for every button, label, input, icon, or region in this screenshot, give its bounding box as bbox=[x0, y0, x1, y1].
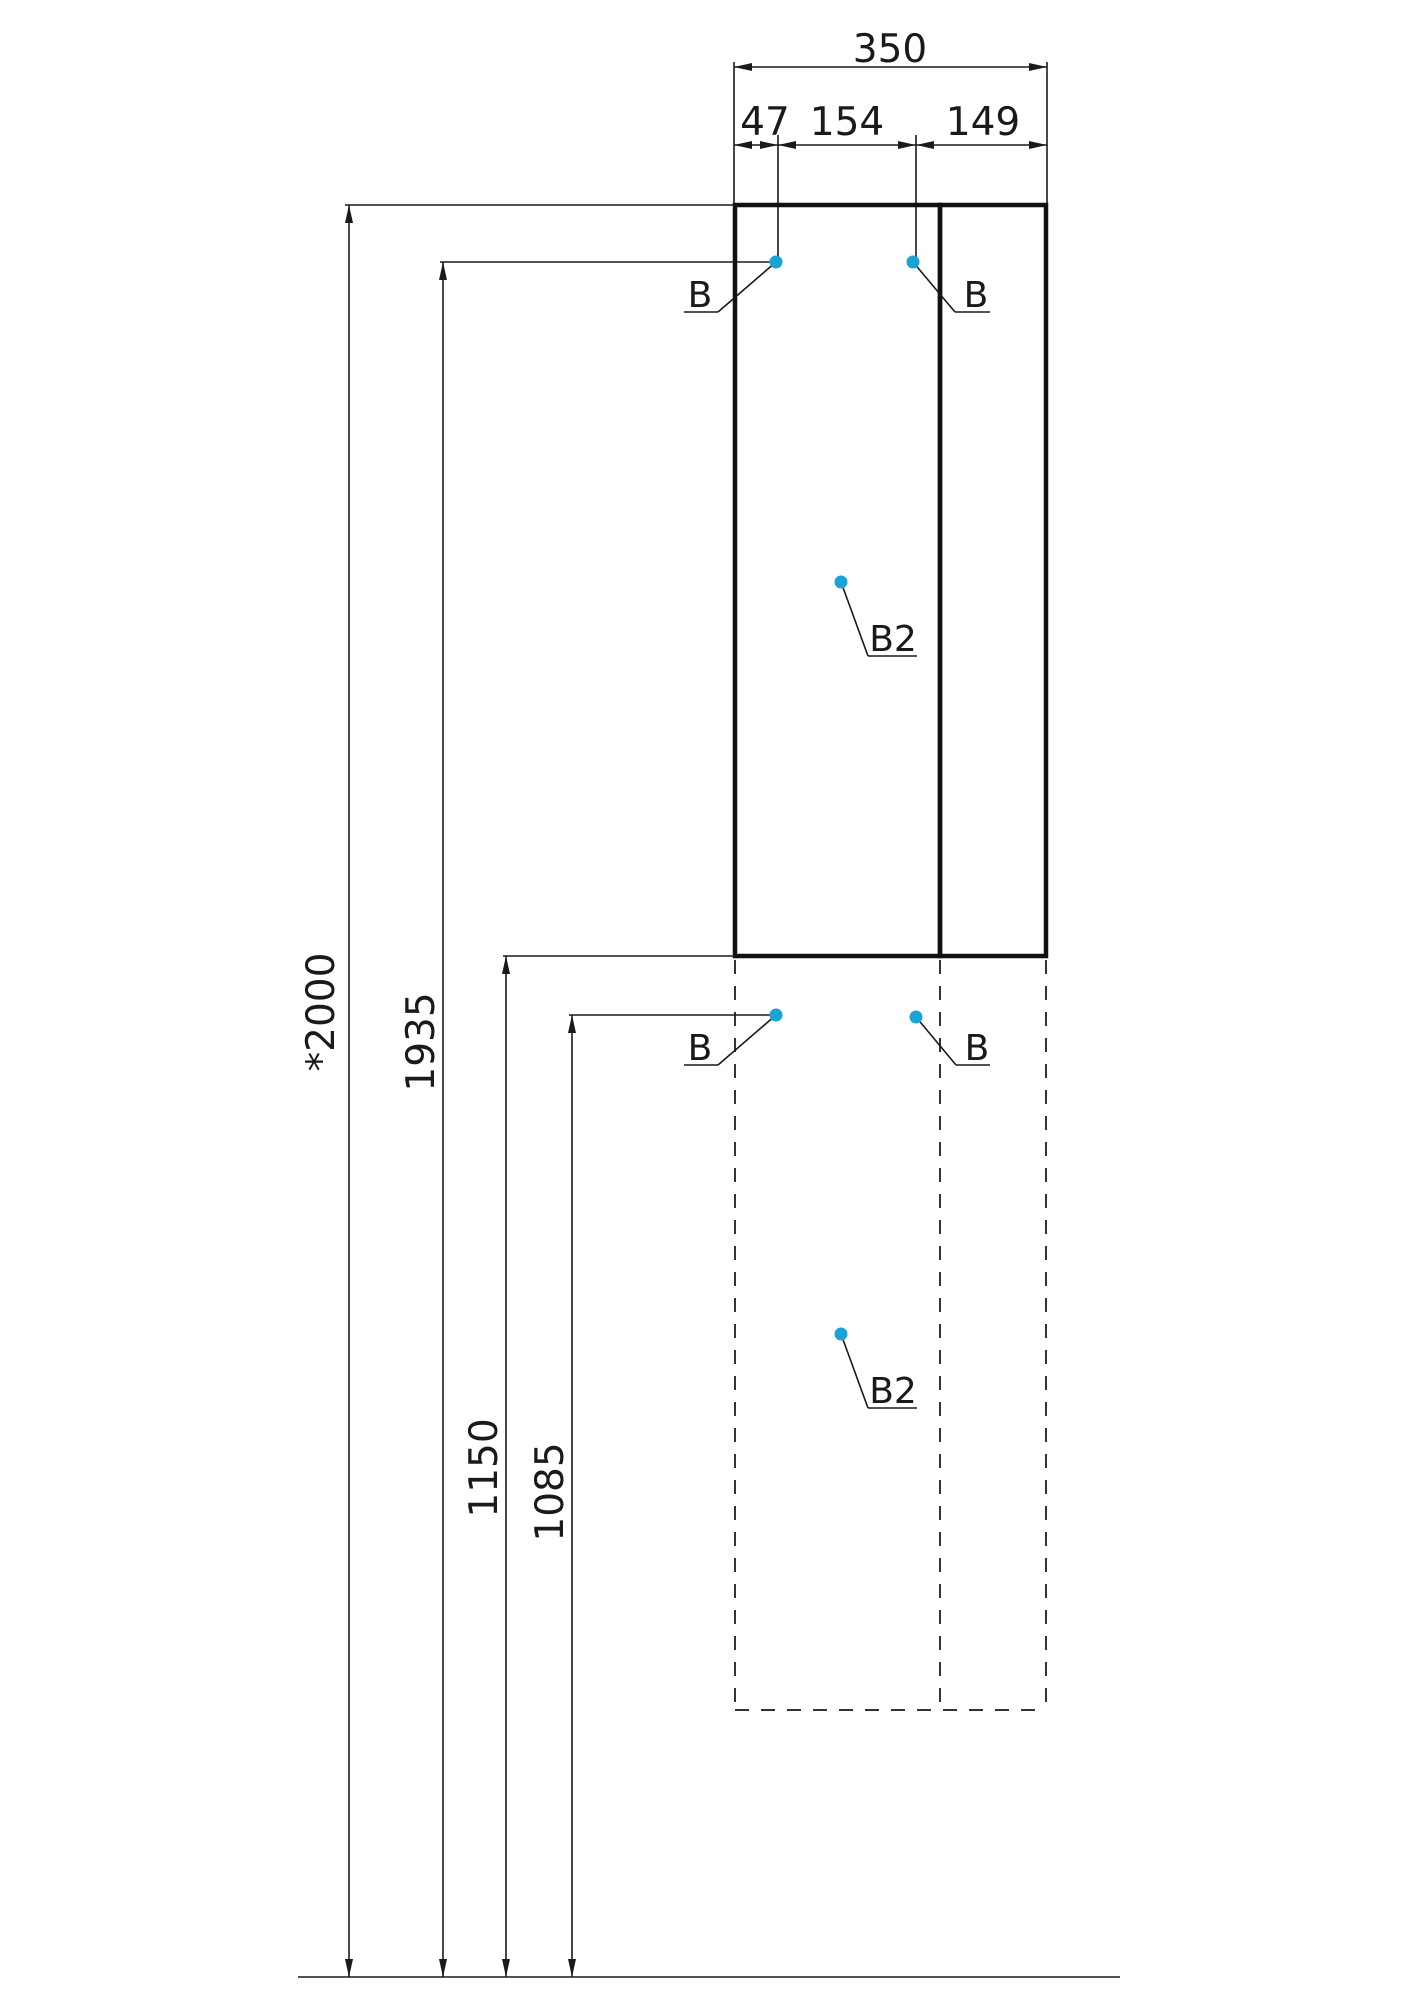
mount-point-upper-left bbox=[769, 255, 783, 269]
mount-point-lower-left bbox=[769, 1008, 783, 1022]
lower-left-point-label: B bbox=[688, 1028, 713, 1069]
cabinet-upper bbox=[732, 202, 1049, 959]
mount-points-upper: B B B2 bbox=[684, 255, 990, 660]
marker-lower-center bbox=[834, 1327, 848, 1341]
mount-points-lower: B B B2 bbox=[684, 1008, 990, 1412]
cabinet-right-door bbox=[937, 202, 1049, 959]
marker-upper-center bbox=[834, 575, 848, 589]
lower-center-point-label: B2 bbox=[869, 1371, 917, 1412]
cabinet-lower-dashed bbox=[734, 960, 1047, 1711]
total-height-label: *2000 bbox=[299, 953, 344, 1072]
total-width-label: 350 bbox=[853, 27, 927, 72]
cabinet-bottom-height-label: 1150 bbox=[462, 1418, 507, 1517]
mount-point-lower-right bbox=[909, 1010, 923, 1024]
upper-center-point-label: B2 bbox=[869, 619, 917, 660]
segment-3-label: 149 bbox=[946, 100, 1020, 145]
lower-right-point-label: B bbox=[965, 1028, 990, 1069]
segment-1-label: 47 bbox=[740, 100, 790, 145]
lower-mount-height-label: 1085 bbox=[528, 1442, 573, 1541]
upper-left-point-label: B bbox=[688, 275, 713, 316]
top-mount-height-label: 1935 bbox=[399, 992, 444, 1091]
height-dimensions: *2000 1935 1150 1085 bbox=[298, 204, 1120, 1978]
segment-2-label: 154 bbox=[810, 100, 884, 145]
width-dimensions: 350 47 154 149 bbox=[733, 27, 1048, 262]
upper-right-point-label: B bbox=[964, 275, 989, 316]
mount-point-upper-right bbox=[906, 255, 920, 269]
